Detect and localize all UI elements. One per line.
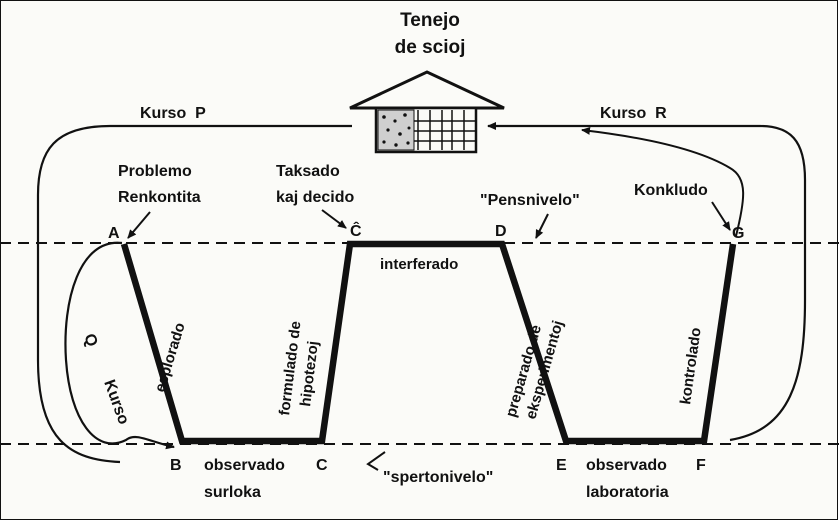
storehouse-icon [349, 70, 505, 154]
course-r-path [487, 122, 807, 442]
course-p-path [36, 124, 352, 464]
problem-label-line1: Problemo [118, 163, 192, 180]
lab-observation-line2: laboratoria [586, 484, 669, 501]
taxed-arrow [321, 209, 347, 229]
experience-level-arrow [366, 451, 386, 471]
taxed-label-line1: Taksado [276, 163, 340, 180]
field-observation-line2: surloka [204, 484, 261, 501]
thought-level-label: "Pensnivelo" [480, 192, 580, 209]
course-r-label: Kurso R [600, 105, 667, 122]
point-g: G [732, 225, 744, 242]
research-cycle-path [120, 240, 737, 445]
course-p-label: Kurso P [140, 105, 206, 122]
point-a: A [108, 225, 120, 242]
interfered-label: interferado [380, 256, 458, 273]
experience-level-label: "spertonivelo" [383, 469, 493, 486]
course-q-letter: Q [80, 332, 100, 350]
course-q-label: Kurso [100, 378, 132, 427]
point-d: D [495, 223, 507, 240]
problem-arrow [127, 211, 151, 239]
field-observation-line1: observado [204, 457, 285, 474]
conclusion-arrow [711, 201, 731, 231]
thought-level-arrow [535, 213, 549, 239]
storehouse-title-line1: Tenejo [400, 10, 460, 31]
point-c-bottom: C [316, 457, 328, 474]
problem-label-line2: Renkontita [118, 189, 201, 206]
point-e: E [556, 457, 567, 474]
taxed-label-line2: kaj decido [276, 189, 354, 206]
course-q-loop [64, 241, 175, 450]
lab-observation-line1: observado [586, 457, 667, 474]
point-c-top: Ĉ [350, 221, 362, 240]
point-f: F [696, 457, 706, 474]
controlled-label: kontrolado [677, 326, 705, 405]
point-b: B [170, 457, 182, 474]
storehouse-title-line2: de scioj [395, 37, 466, 58]
conclusion-label: Konkludo [634, 182, 708, 199]
g-to-r-arrow [581, 126, 745, 237]
